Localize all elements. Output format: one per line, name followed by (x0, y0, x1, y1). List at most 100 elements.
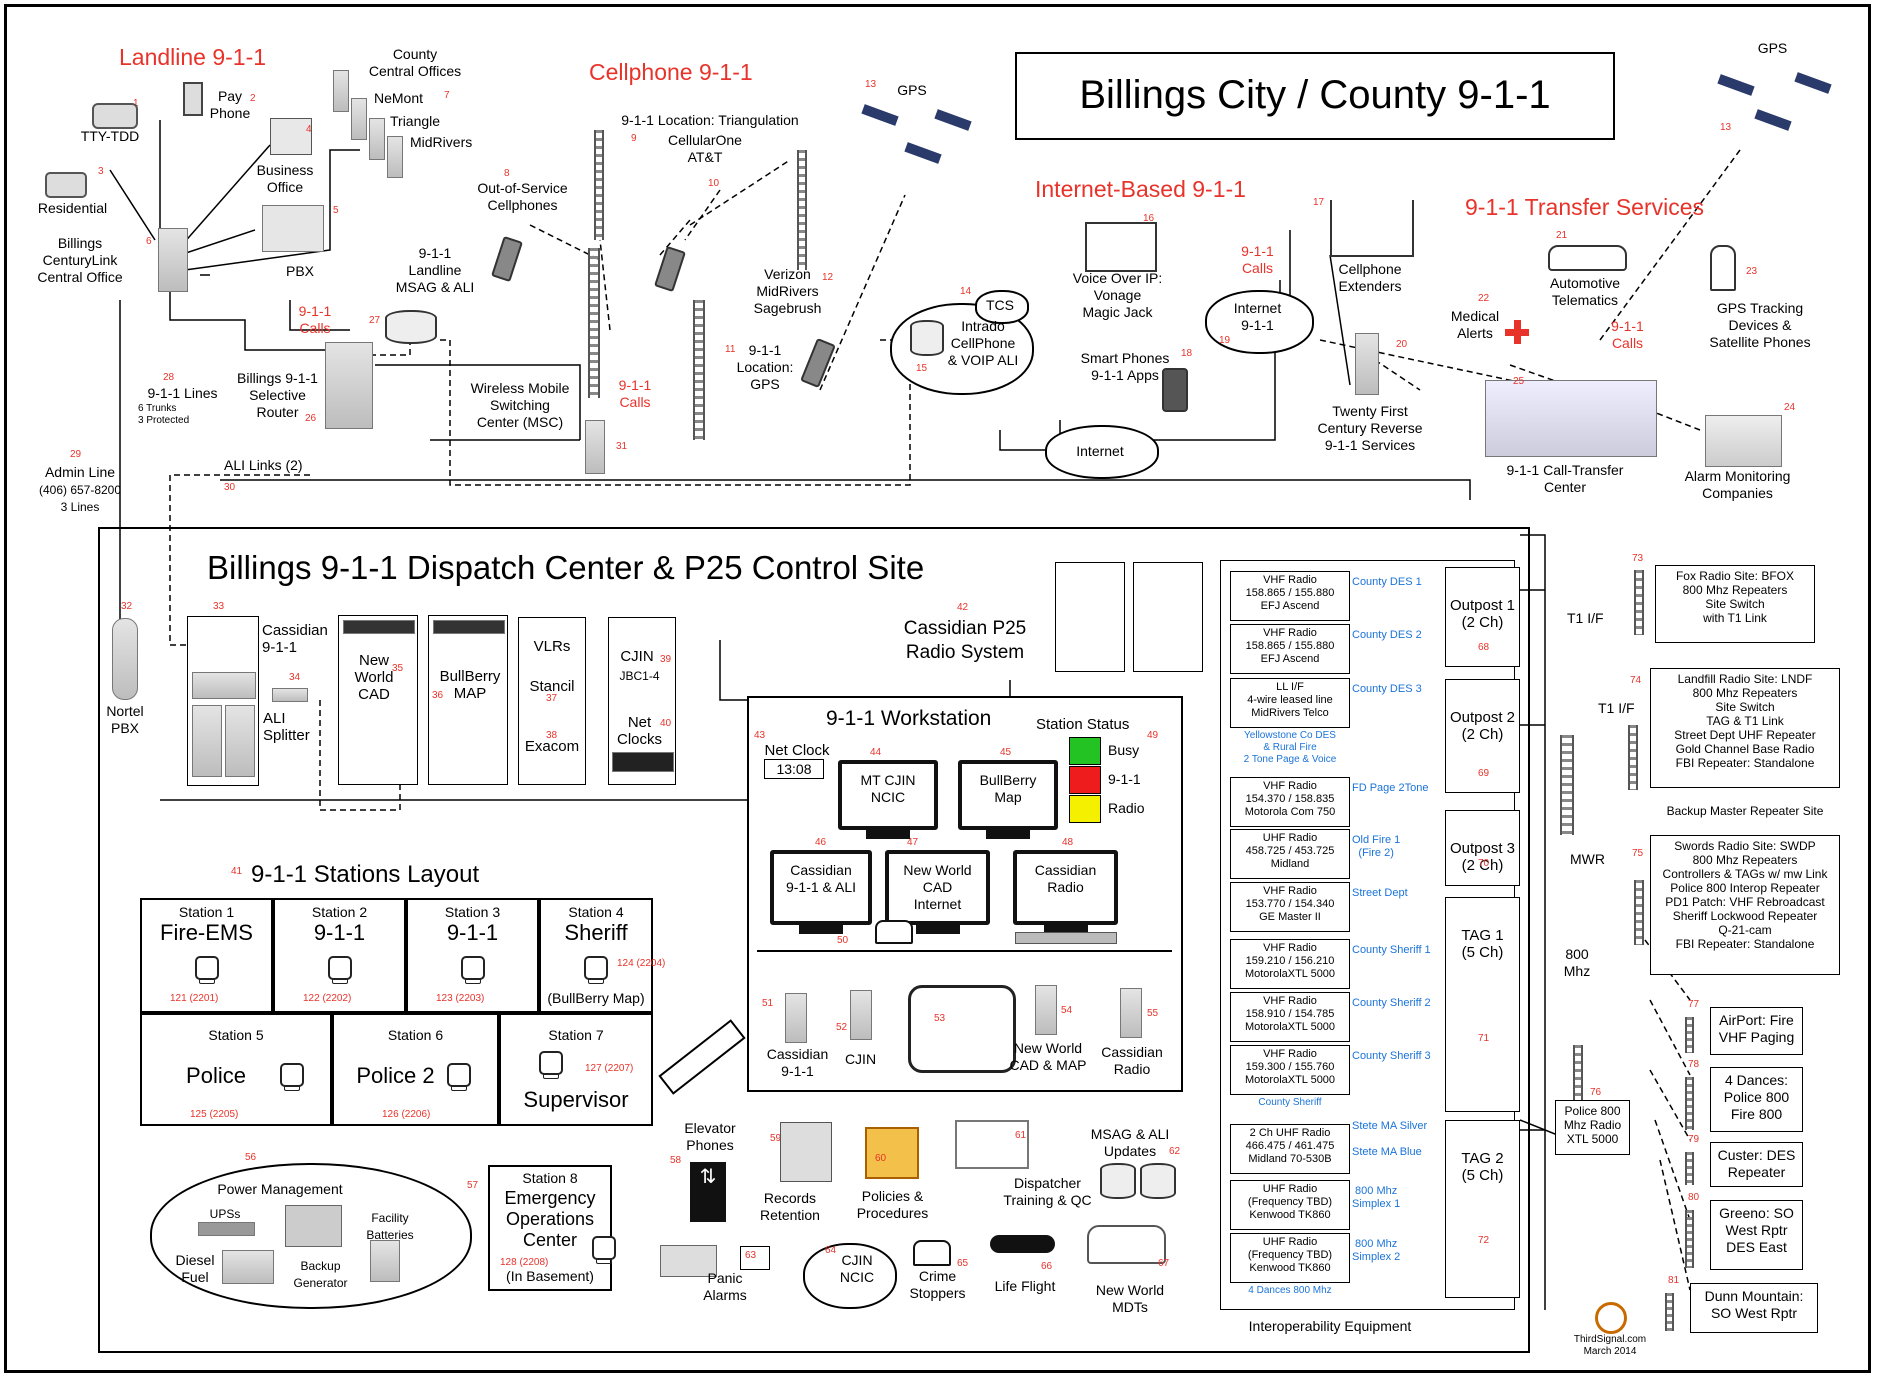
workstation-heading: 9-1-1 Workstation (826, 707, 992, 730)
cassidian-911-label: Cassidian 9-1-1 (262, 622, 328, 656)
house-icon (1330, 200, 1414, 257)
station-role: 9-1-1 (446, 920, 499, 945)
interop-radio: VHF Radio 158.910 / 154.785 MotorolaXTL … (1230, 992, 1350, 1042)
ws-cjin-label: CJIN (844, 1051, 877, 1067)
interop-channel: 800 Mhz Simplex 2 (1352, 1238, 1401, 1263)
station-7 (499, 1013, 653, 1126)
station-chair-icon (280, 1063, 304, 1091)
tty-label: TTY-TDD (80, 128, 140, 144)
elevator-icon: ⇅ (690, 1162, 726, 1222)
training-icon (955, 1120, 1029, 1169)
elevator-label: Elevator Phones (684, 1120, 736, 1153)
station-chair-icon (460, 956, 485, 984)
ali-splitter-label: ALI Splitter (263, 710, 310, 744)
station-1 (140, 898, 273, 1013)
interop-radio: VHF Radio 158.865 / 155.880 EFJ Ascend (1230, 624, 1350, 674)
interop-radio: VHF Radio 154.370 / 158.835 Motorola Com… (1230, 777, 1350, 827)
msag-ali-label: 9-1-1 Landline MSAG & ALI (395, 245, 475, 295)
site-number: 79 (1688, 1134, 1700, 1145)
site-airport: AirPort: Fire VHF Paging (1710, 1007, 1803, 1055)
carriers-label: CellularOne AT&T (668, 132, 742, 165)
site-number: 80 (1688, 1192, 1700, 1203)
station-ext: 124 (2204) (617, 958, 666, 969)
crime-stoppers-phone-icon (913, 1240, 951, 1266)
interop-channel: County DES 3 (1352, 683, 1422, 695)
selective-router-label: Billings 9-1-1 Selective Router (237, 370, 318, 420)
msag-db-icon-2 (1140, 1163, 1176, 1199)
interop-channel: 800 Mhz Simplex 1 (1352, 1185, 1401, 1210)
internet-cloud-label: Internet (1076, 443, 1124, 459)
monitor-label: Cassidian Radio (1034, 862, 1097, 895)
swords-tower-icon (1634, 880, 1644, 945)
triangle-label: Triangle (390, 113, 441, 129)
cjin-rack-label: CJIN (620, 648, 654, 665)
interop-radio: LL I/F 4-wire leased line MidRivers Telc… (1230, 678, 1350, 728)
panic-alarm-icon (660, 1245, 717, 1277)
nortel-pbx-label: Nortel PBX (106, 703, 144, 736)
outpost-label: Outpost 1 (2 Ch) (1449, 597, 1516, 631)
selective-router-rack (325, 342, 373, 429)
power-management-label: Power Management (217, 1181, 343, 1197)
admin-phone-label: (406) 657-8200 (38, 483, 122, 497)
cellphone-calls-label: 9-1-1 Calls (618, 377, 652, 410)
policies-label: Policies & Procedures (856, 1188, 929, 1221)
admin-lines-count: 3 Lines (60, 500, 100, 514)
station-ext: 122 (2202) (303, 993, 352, 1004)
county-offices-label: County Central Offices (368, 46, 462, 79)
station-2 (273, 898, 406, 1013)
backup-site-label: Backup Master Repeater Site (1666, 804, 1824, 818)
business-office-label: Business Office (256, 162, 314, 195)
title-box (1015, 52, 1615, 140)
interop-radio: VHF Radio 158.865 / 155.880 EFJ Ascend (1230, 571, 1350, 621)
transfer-calls-label: 9-1-1 Calls (1611, 318, 1644, 351)
interop-note: 4 Dances 800 Mhz (1248, 1285, 1332, 1296)
station-name: Station 4 (568, 904, 624, 920)
medical-cross-icon (1505, 320, 1529, 344)
monitor-label: BullBerry Map (979, 772, 1037, 805)
pay-phone-icon (183, 82, 203, 116)
p25-rack-1 (1055, 562, 1125, 672)
ups-icon (198, 1222, 255, 1236)
stancil-label: Stancil (529, 678, 575, 695)
monitor-stand-icon (799, 925, 843, 934)
status-label: Radio (1108, 800, 1145, 816)
monitor-label: MT CJIN NCIC (860, 772, 916, 805)
mdts-label: New World MDTs (1095, 1282, 1165, 1315)
ws-cassidian-label: Cassidian 9-1-1 (766, 1046, 829, 1079)
interop-note: County Sheriff (1258, 1097, 1322, 1108)
tcs-cloud (975, 290, 1029, 324)
station-name: Station 2 (311, 904, 368, 920)
reverse-rack (1355, 333, 1379, 395)
station-ext: 126 (2206) (382, 1109, 431, 1120)
interop-radio: 2 Ch UHF Radio 466.475 / 461.475 Midland… (1230, 1124, 1350, 1174)
tcs-label: TCS (986, 297, 1014, 313)
policies-binder-icon (865, 1127, 919, 1179)
residential-label: Residential (37, 200, 108, 216)
ws-radio-label: Cassidian Radio (1101, 1044, 1163, 1077)
station-ext: 127 (2207) (585, 1063, 634, 1074)
station-name: Station 7 (548, 1027, 604, 1043)
interop-channel: Old Fire 1 (Fire 2) (1352, 834, 1401, 859)
site-number: 78 (1688, 1059, 1700, 1070)
status-swatch (1069, 795, 1101, 823)
swords-site: Swords Radio Site: SWDP 800 Mhz Repeater… (1650, 835, 1840, 975)
outpost-box (1445, 567, 1520, 667)
interop-channel: Stete MA Silver (1352, 1120, 1428, 1132)
interop-channel: FD Page 2Tone (1352, 782, 1429, 794)
station-name: Station 3 (444, 904, 501, 920)
cellphone-heading: Cellphone 9-1-1 (589, 59, 753, 85)
credit-site: ThirdSignal.com (1573, 1334, 1647, 1345)
station8-note: (In Basement) (506, 1268, 594, 1284)
monitor-stand-icon (1043, 925, 1088, 934)
station-role: Sheriff (564, 920, 628, 945)
cell-tower-icon-1 (594, 130, 604, 240)
ws-cjin-rack (850, 990, 872, 1040)
station8-ext: 128 (2208) (500, 1257, 549, 1268)
panic-button-icon (740, 1246, 770, 1270)
station-ext: 121 (2201) (170, 993, 219, 1004)
interop-radio: UHF Radio 458.725 / 453.725 Midland (1230, 829, 1350, 879)
keyboard-icon (1015, 932, 1117, 944)
station-4 (539, 898, 653, 1013)
file-cabinet-icon (780, 1122, 832, 1182)
generator-label: Backup Generator (293, 1259, 348, 1290)
